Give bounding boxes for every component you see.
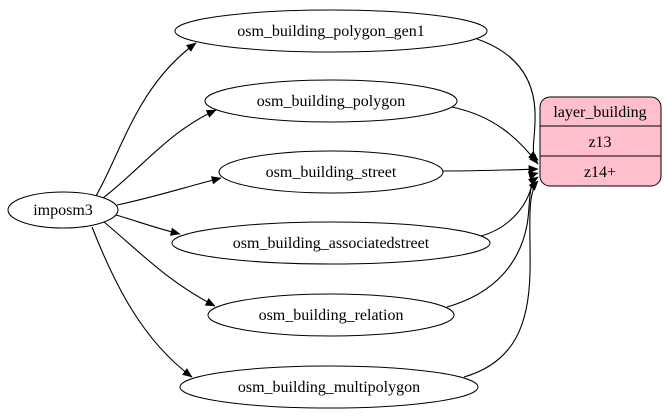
layer-building-row-z13: z13 bbox=[588, 134, 611, 151]
edge-osm-building-street-to-layer bbox=[442, 165, 539, 174]
edges-tables-to-layer bbox=[442, 38, 539, 378]
edge-imposm3-to-osm-building-polygon bbox=[102, 109, 217, 199]
node-layer-building: layer_building z13 z14+ bbox=[539, 96, 662, 187]
node-osm-building-street: osm_building_street bbox=[218, 150, 444, 194]
edge-osm-building-polygon-gen1-to-layer bbox=[476, 38, 539, 161]
edge-imposm3-to-osm-building-associatedstreet bbox=[115, 214, 181, 236]
edge-osm-building-multipolygon-to-layer bbox=[463, 180, 539, 378]
edge-osm-building-polygon-to-layer bbox=[451, 106, 539, 165]
node-osm-building-polygon-gen1: osm_building_polygon_gen1 bbox=[174, 9, 488, 53]
node-osm-building-relation-label: osm_building_relation bbox=[259, 307, 404, 324]
node-osm-building-polygon-label: osm_building_polygon bbox=[257, 93, 405, 110]
node-osm-building-relation: osm_building_relation bbox=[207, 293, 455, 337]
edge-imposm3-to-osm-building-multipolygon bbox=[91, 226, 193, 378]
edges-source-to-tables bbox=[91, 42, 222, 378]
node-osm-building-multipolygon-label: osm_building_multipolygon bbox=[238, 379, 420, 396]
layer-building-row-z14plus: z14+ bbox=[584, 164, 616, 181]
edge-imposm3-to-osm-building-relation bbox=[103, 221, 216, 307]
edge-imposm3-to-osm-building-polygon-gen1 bbox=[95, 42, 197, 197]
node-osm-building-street-label: osm_building_street bbox=[266, 164, 397, 181]
edge-imposm3-to-osm-building-street bbox=[116, 176, 222, 206]
node-osm-building-polygon: osm_building_polygon bbox=[204, 79, 458, 123]
node-imposm3-label: imposm3 bbox=[33, 202, 93, 219]
node-osm-building-polygon-gen1-label: osm_building_polygon_gen1 bbox=[237, 23, 425, 40]
node-osm-building-associatedstreet: osm_building_associatedstreet bbox=[171, 221, 491, 265]
node-osm-building-multipolygon: osm_building_multipolygon bbox=[179, 365, 479, 409]
layer-building-title: layer_building bbox=[553, 104, 646, 121]
node-osm-building-associatedstreet-label: osm_building_associatedstreet bbox=[233, 235, 430, 252]
layer-building-box bbox=[539, 96, 662, 187]
node-imposm3: imposm3 bbox=[7, 191, 119, 229]
